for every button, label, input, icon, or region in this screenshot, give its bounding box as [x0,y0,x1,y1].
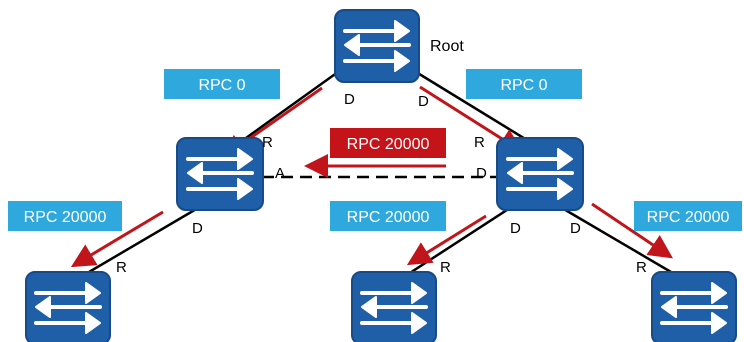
port-role-root-right: D [418,93,429,110]
port-role-root-left: D [344,91,355,108]
bpdu-arrows [70,85,673,268]
cost-label-root-left: RPC 0 [198,77,245,94]
switch-leaf-left [25,271,111,342]
link-right-leaf-middle [395,206,511,284]
port-role-left-blocked: A [275,165,285,182]
cost-box-left-leaf: RPC 20000 [8,201,122,231]
link-left-leaf [71,206,199,284]
cost-label-left-leaf: RPC 20000 [24,209,107,226]
arrow-left-to-leaf [70,210,164,268]
cost-label-right-right-leaf: RPC 20000 [647,209,730,226]
arrow-right-to-leaf-right [591,202,673,259]
network-links [71,70,689,284]
cost-box-blocked-link: RPC 20000 [330,128,446,158]
switch-leaf-middle [351,271,437,342]
port-role-leaf-right: R [636,259,647,276]
cost-box-right-right-leaf: RPC 20000 [634,201,742,231]
cost-label-root-right: RPC 0 [500,77,547,94]
port-role-left-down: D [192,220,203,237]
cost-label-right-middle-leaf: RPC 20000 [347,209,430,226]
cost-box-right-middle-leaf: RPC 20000 [330,201,446,231]
port-role-right-up: R [474,134,485,151]
port-role-leaf-middle: R [440,259,451,276]
port-role-left-up: R [262,134,273,151]
switch-leaf-right [651,271,737,342]
cost-box-root-right: RPC 0 [466,69,582,99]
port-role-right-blocked: D [476,165,487,182]
link-right-leaf-right [561,206,689,284]
switch-right [496,137,584,211]
port-role-leaf-left: R [116,259,127,276]
arrow-right-to-leaf-middle [406,214,487,266]
switch-root [334,9,420,83]
port-roles: D D R A D R D D D R R R [116,91,647,276]
cost-label-blocked-link: RPC 20000 [347,136,430,153]
root-label: Root [430,38,464,55]
port-role-right-down-right: D [570,220,581,237]
port-role-right-down-left: D [510,220,521,237]
cost-box-root-left: RPC 0 [164,69,280,99]
link-root-left [231,70,339,150]
switch-left [176,137,264,211]
